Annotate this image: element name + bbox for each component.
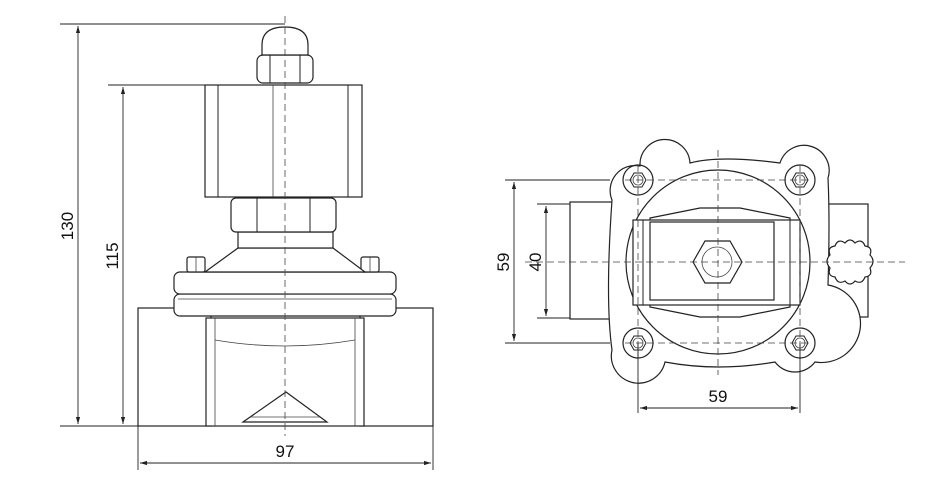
dim-bolt-spacing-vertical: 40: [526, 253, 545, 272]
bonnet-neck: [237, 231, 334, 249]
side-left-port: [569, 201, 616, 320]
dim-body-width: 97: [276, 442, 295, 461]
dim-bolt-spacing-horizontal: 59: [709, 387, 728, 406]
dim-body-height: 115: [103, 242, 122, 269]
left-port: [137, 307, 212, 427]
right-port: [359, 307, 434, 427]
valve-seat: [241, 391, 329, 423]
front-view: [137, 16, 434, 436]
hex-nut: [230, 197, 337, 233]
dim-overall-height: 130: [58, 212, 77, 240]
side-dimensions: 59 40 59: [494, 179, 801, 413]
dim-flange-height: 59: [494, 253, 513, 272]
top-nut: [256, 54, 314, 84]
front-dimensions: 130 115 97: [58, 23, 434, 470]
side-view: [525, 138, 905, 384]
coil-housing: [204, 84, 363, 198]
